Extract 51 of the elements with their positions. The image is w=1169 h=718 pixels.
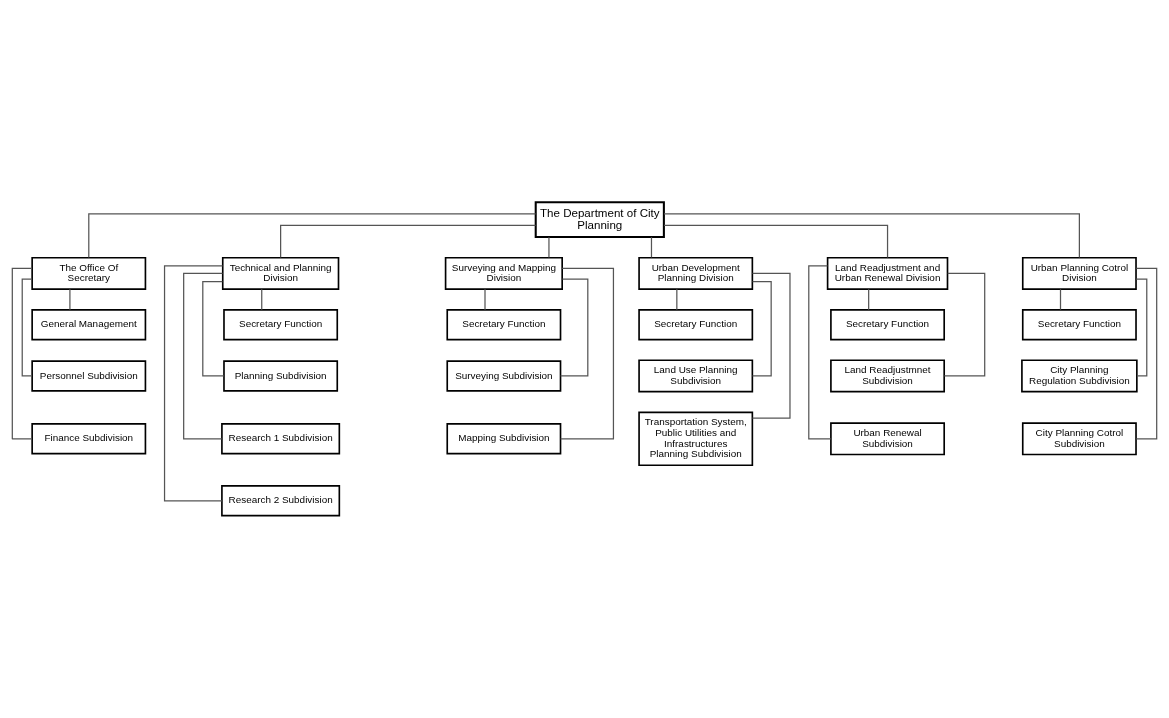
connector <box>559 267 615 440</box>
node-box: Surveying Subdivision <box>446 360 562 392</box>
connector <box>88 213 537 259</box>
connector <box>663 224 889 259</box>
node-box: Urban Development Planning Division <box>638 256 754 290</box>
connector <box>484 288 486 311</box>
node-box: Research 2 Subdivision <box>221 485 341 517</box>
connector <box>183 272 224 440</box>
connector <box>943 272 986 377</box>
node-box: Secretary Function <box>638 308 754 341</box>
connector <box>1059 288 1062 311</box>
node-box: Land Readjustment and Urban Renewal Division <box>826 256 949 290</box>
connector <box>751 281 772 377</box>
node-box: Urban Renewal Subdivision <box>830 422 945 456</box>
node-box: Land Readjustmnet Subdivision <box>830 359 945 393</box>
node-box: Land Use Planning Subdivision <box>638 359 754 393</box>
connector <box>676 288 678 311</box>
connector <box>69 288 71 311</box>
connector <box>808 265 832 440</box>
node-box: Surveying and Mapping Division <box>444 256 563 290</box>
node-box: Mapping Subdivision <box>446 423 562 455</box>
node-box: City Planning Regulation Subdivision <box>1021 359 1138 393</box>
node-box: Secretary Function <box>830 308 945 341</box>
node-box: Planning Subdivision <box>223 360 339 392</box>
node-box: Secretary Function <box>446 308 562 341</box>
node-box: Personnel Subdivision <box>31 360 147 392</box>
connector <box>163 265 224 502</box>
node-box: Secretary Function <box>1021 308 1137 341</box>
connector <box>868 288 870 311</box>
node-box: Transportation System, Public Utilities and Infrastructures Planning Subdivision <box>638 411 754 467</box>
node-box: The Department of City Planning <box>534 201 665 239</box>
node-box: General Management <box>31 308 147 341</box>
connector <box>751 272 791 419</box>
connector <box>1135 267 1158 440</box>
connector <box>202 281 225 377</box>
node-box: The Office Of Secretary <box>31 256 147 290</box>
connector <box>548 236 550 259</box>
node-box: City Planning Cotrol Subdivision <box>1021 422 1137 456</box>
connector <box>280 224 537 259</box>
node-box: Finance Subdivision <box>31 423 147 455</box>
node-box: Secretary Function <box>223 308 339 341</box>
connector <box>1135 278 1148 377</box>
connector <box>11 267 33 440</box>
node-box: Urban Planning Cotrol Division <box>1021 256 1137 290</box>
connector <box>261 288 263 311</box>
connector <box>663 213 1080 259</box>
node-box: Research 1 Subdivision <box>221 423 341 455</box>
connector <box>650 236 653 259</box>
connector <box>559 278 589 377</box>
node-box: Technical and Planning Division <box>221 256 340 290</box>
connector <box>21 278 33 377</box>
